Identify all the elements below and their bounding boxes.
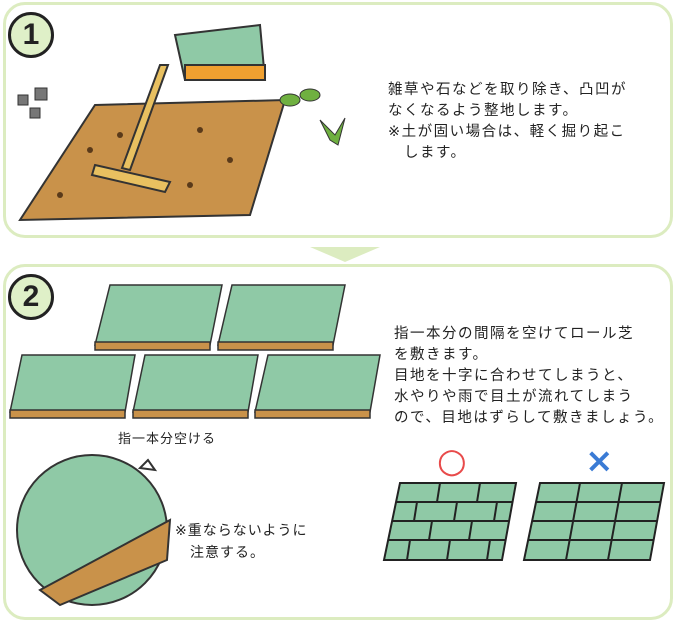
weeds-icon (279, 88, 346, 146)
good-mark-icon: ○ (437, 441, 467, 481)
gap-label: 指一本分空ける (118, 432, 217, 447)
rake-icon (90, 64, 172, 194)
bad-joint-grid (522, 482, 666, 561)
overlap-note: ※重ならないように 注意する。 (175, 523, 308, 561)
step-2-number: 2 (8, 274, 54, 320)
step-2-instructions: 指一本分の間隔を空けてロール芝 を敷きます。 目地を十字に合わせてしまうと、 水… (394, 326, 665, 426)
turf-roll (132, 354, 259, 419)
turf-roll (217, 284, 346, 351)
step-1-number: 1 (8, 12, 54, 58)
soil-plot (18, 98, 287, 222)
overlap-detail (16, 454, 172, 607)
stones-icon (17, 87, 48, 119)
down-arrow-icon (310, 247, 380, 262)
bucket-character (173, 23, 267, 81)
turf-roll (254, 354, 381, 419)
turf-roll (94, 284, 223, 351)
bad-mark-icon: × (585, 441, 614, 481)
turf-rolls (9, 284, 381, 419)
good-joint-grid (382, 482, 518, 561)
step-1-instructions: 雑草や石などを取り除き、凸凹が なくなるよう整地します。 ※土が固い場合は、軽く… (388, 82, 627, 161)
turf-roll (9, 354, 136, 419)
soil-clods (57, 127, 233, 198)
